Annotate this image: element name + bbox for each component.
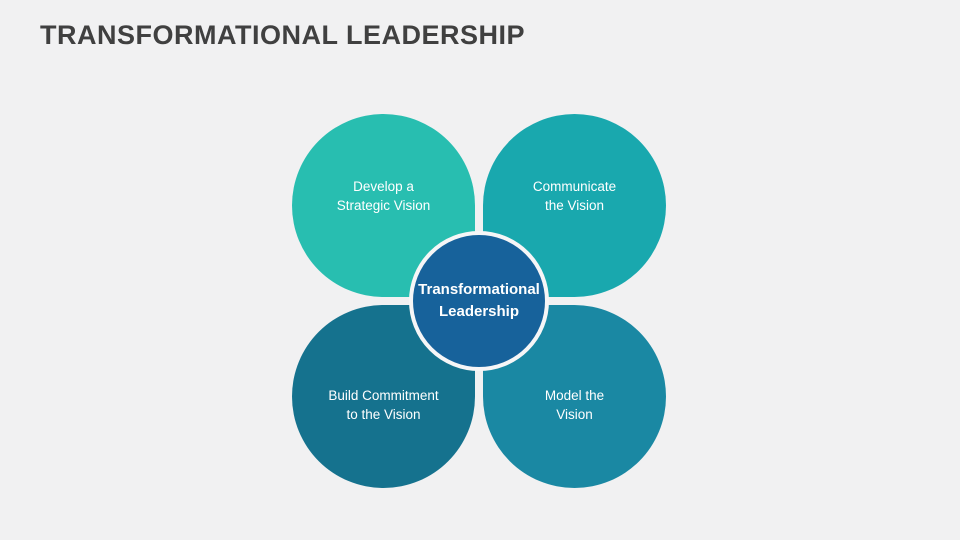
petal-label: Communicate the Vision <box>532 178 617 213</box>
petal-label: Develop a Strategic Vision <box>336 178 431 213</box>
center-circle-transformational-leadership: Transformational Leadership <box>409 231 549 371</box>
petal-label: Model the Vision <box>544 387 605 422</box>
petal-build-commitment-to-the-vision: Build Commitment to the Vision <box>292 305 475 488</box>
four-petal-diagram: Develop a Strategic Vision Communicate t… <box>292 114 666 488</box>
slide-title: TRANSFORMATIONAL LEADERSHIP <box>40 20 525 50</box>
petal-develop-strategic-vision: Develop a Strategic Vision <box>292 114 475 297</box>
center-circle-label: Transformational Leadership <box>418 281 540 320</box>
petal-label: Build Commitment to the Vision <box>328 387 439 422</box>
